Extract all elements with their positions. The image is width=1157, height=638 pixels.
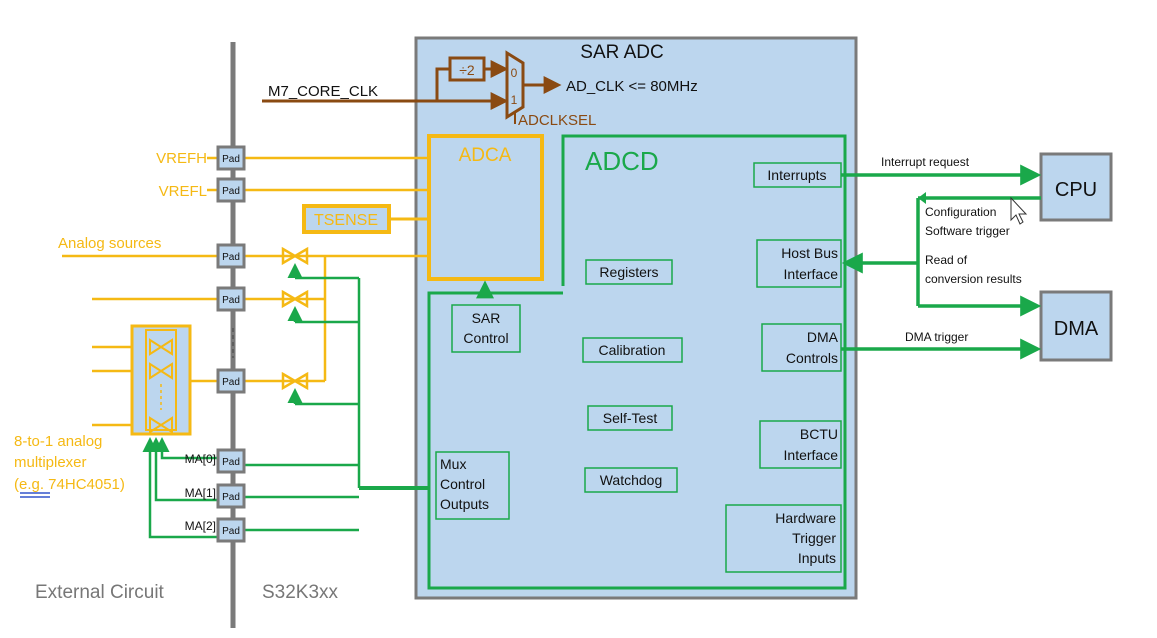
svg-text:BCTU: BCTU	[800, 426, 838, 442]
pad-ma2: Pad	[216, 517, 246, 543]
sar-control-block: SAR Control	[451, 304, 521, 353]
svg-text:Inputs: Inputs	[798, 550, 836, 566]
svg-text:Controls: Controls	[786, 350, 838, 366]
external-circuit-label: External Circuit	[35, 582, 165, 603]
sar-adc-title: SAR ADC	[580, 42, 663, 63]
ma2-label: MA[2]	[185, 519, 216, 533]
host-bus-interface-block: Host Bus Interface	[756, 239, 842, 288]
svg-text:Calibration: Calibration	[599, 342, 666, 358]
svg-text:Interrupts: Interrupts	[767, 167, 826, 183]
pad-ma1: Pad	[216, 483, 246, 509]
svg-text:Pad: Pad	[222, 186, 240, 197]
pad-vrefl: Pad	[216, 177, 246, 203]
svg-text:Pad: Pad	[222, 492, 240, 503]
hardware-trigger-inputs-block: Hardware Trigger Inputs	[725, 504, 842, 573]
mux-input-1: 1	[511, 93, 518, 107]
svg-text:Host Bus: Host Bus	[781, 245, 838, 261]
dma-label: DMA	[1054, 318, 1099, 340]
registers-block: Registers	[585, 259, 673, 285]
adcd-outline	[427, 134, 847, 590]
digital-wiring	[142, 263, 429, 539]
analog-sources-label: Analog sources	[58, 235, 161, 252]
vrefh-label: VREFH	[156, 150, 207, 167]
ma0-label: MA[0]	[185, 452, 216, 466]
svg-text:Interface: Interface	[784, 266, 839, 282]
adclksel-label: ADCLKSEL	[518, 112, 596, 129]
svg-text:Pad: Pad	[222, 457, 240, 468]
mux-label-line2: multiplexer	[14, 454, 87, 471]
right-wiring	[841, 164, 1042, 360]
core-clk-label: M7_CORE_CLK	[268, 83, 378, 100]
svg-text:Pad: Pad	[222, 377, 240, 388]
pad-ma0: Pad	[216, 448, 246, 474]
mux-label-line1: 8-to-1 analog	[14, 433, 102, 450]
dma-trigger-label: DMA trigger	[905, 330, 968, 344]
pad-analog-3: Pad	[216, 368, 246, 394]
mouse-cursor-icon	[1010, 196, 1028, 225]
adca-block	[427, 134, 544, 281]
svg-text:Pad: Pad	[222, 526, 240, 537]
svg-text:Mux: Mux	[440, 456, 466, 472]
clk-to-divider	[435, 67, 450, 101]
read-of-label: Read of	[925, 253, 968, 267]
mux-input-0: 0	[511, 66, 518, 80]
svg-text:Watchdog: Watchdog	[600, 472, 663, 488]
analog-wiring	[62, 156, 429, 427]
cpu-block	[1039, 152, 1113, 222]
svg-text:Pad: Pad	[222, 154, 240, 165]
dma-block	[1039, 290, 1113, 362]
bctu-interface-block: BCTU Interface	[759, 420, 842, 469]
svg-text:Pad: Pad	[222, 252, 240, 263]
svg-text:Self-Test: Self-Test	[603, 410, 658, 426]
host-to-cpu-arrowhead	[918, 192, 926, 204]
adca-label: ADCA	[459, 145, 512, 166]
clock-mux	[505, 50, 525, 120]
watchdog-block: Watchdog	[584, 467, 678, 493]
svg-text:SAR: SAR	[472, 310, 501, 326]
software-trigger-label: Software trigger	[925, 224, 1010, 238]
pad-analog-1: Pad	[216, 243, 246, 269]
cpu-label: CPU	[1055, 179, 1097, 201]
svg-text:Pad: Pad	[222, 295, 240, 306]
calibration-block: Calibration	[582, 337, 683, 363]
tsense-label: TSENSE	[314, 212, 378, 229]
svg-text:Hardware: Hardware	[775, 510, 836, 526]
svg-text:DMA: DMA	[807, 329, 839, 345]
chip-label: S32K3xx	[262, 582, 339, 603]
external-multiplexer	[130, 324, 192, 436]
svg-text:Trigger: Trigger	[792, 530, 836, 546]
tsense-block	[302, 204, 391, 234]
mux-control-outputs-block: Mux Control Outputs	[435, 451, 510, 520]
pad-vrefh: Pad	[216, 145, 246, 171]
svg-text:Outputs: Outputs	[440, 496, 489, 512]
svg-text:Interface: Interface	[784, 447, 839, 463]
conversion-results-label: conversion results	[925, 272, 1022, 286]
divider-label: ÷2	[459, 62, 475, 78]
vrefl-label: VREFL	[159, 183, 207, 200]
svg-text:Control: Control	[440, 476, 485, 492]
self-test-block: Self-Test	[587, 405, 673, 431]
interrupt-request-label: Interrupt request	[881, 155, 970, 169]
mux-label-line3: (e.g. 74HC4051)	[14, 476, 125, 493]
analog-switch-2	[281, 289, 309, 309]
ma1-label: MA[1]	[185, 486, 216, 500]
svg-text:Control: Control	[463, 330, 508, 346]
analog-switch-1	[281, 246, 309, 266]
ad-clk-label: AD_CLK <= 80MHz	[566, 78, 698, 95]
adcd-label: ADCD	[585, 146, 659, 176]
configuration-label: Configuration	[925, 205, 996, 219]
analog-switch-3	[281, 371, 309, 391]
dma-controls-block: DMA Controls	[761, 323, 842, 372]
pad-analog-2: Pad	[216, 286, 246, 312]
svg-text:Registers: Registers	[599, 264, 658, 280]
